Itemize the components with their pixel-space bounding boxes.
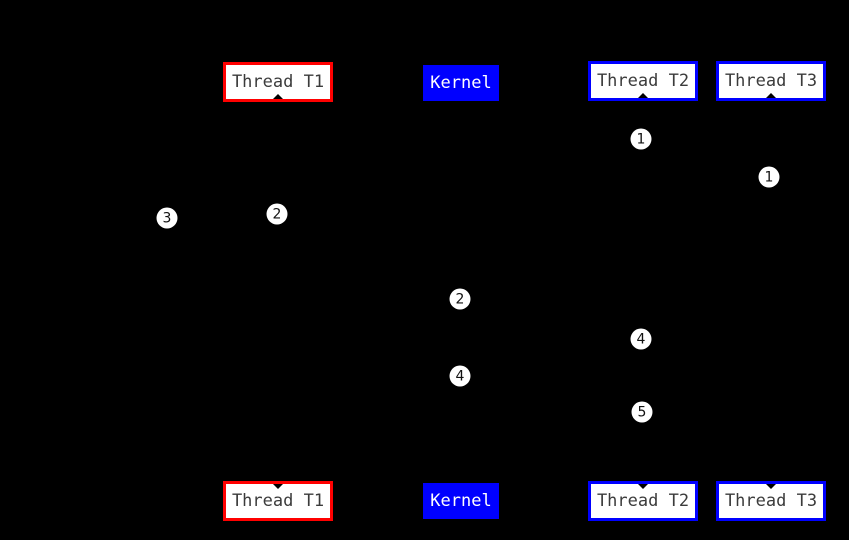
step-marker-4-kernel: 4 xyxy=(449,365,471,387)
step-marker-1-thread-t2: 1 xyxy=(630,128,652,150)
kernel-label-bottom: Kernel xyxy=(430,491,492,511)
thread-t1-label-top: Thread T1 xyxy=(231,72,325,92)
step-marker-number: 2 xyxy=(455,291,465,307)
lifeline-arrowhead-icon xyxy=(766,93,776,98)
kernel-box-top: Kernel xyxy=(423,65,499,101)
lifeline-arrowhead-icon xyxy=(273,94,283,99)
lifeline-arrowhead-icon xyxy=(638,93,648,98)
thread-t2-label-top: Thread T2 xyxy=(596,71,690,91)
step-marker-3-left-of-thread-t1: 3 xyxy=(156,207,178,229)
thread-t1-box-top: Thread T1 xyxy=(223,62,333,102)
thread-t2-box-top: Thread T2 xyxy=(588,61,698,101)
step-marker-number: 4 xyxy=(636,331,646,347)
step-marker-number: 5 xyxy=(637,404,647,420)
step-marker-5-thread-t2: 5 xyxy=(631,401,653,423)
step-marker-number: 2 xyxy=(272,206,282,222)
step-marker-number: 3 xyxy=(162,210,172,226)
step-marker-number: 1 xyxy=(636,131,646,147)
thread-t2-label-bottom: Thread T2 xyxy=(596,491,690,511)
thread-t3-box-top: Thread T3 xyxy=(716,61,826,101)
kernel-label-top: Kernel xyxy=(430,73,492,93)
lifeline-arrowhead-icon xyxy=(273,484,283,489)
thread-t3-label-top: Thread T3 xyxy=(724,71,818,91)
thread-t1-box-bottom: Thread T1 xyxy=(223,481,333,521)
thread-t2-box-bottom: Thread T2 xyxy=(588,481,698,521)
kernel-box-bottom: Kernel xyxy=(423,483,499,519)
step-marker-2-thread-t1: 2 xyxy=(266,203,288,225)
lifeline-arrowhead-icon xyxy=(766,484,776,489)
step-marker-4-thread-t2: 4 xyxy=(630,328,652,350)
step-marker-1-thread-t3: 1 xyxy=(758,166,780,188)
step-marker-2-kernel: 2 xyxy=(449,288,471,310)
thread-t1-label-bottom: Thread T1 xyxy=(231,491,325,511)
step-marker-number: 1 xyxy=(764,169,774,185)
thread-t3-box-bottom: Thread T3 xyxy=(716,481,826,521)
step-marker-number: 4 xyxy=(455,368,465,384)
lifeline-arrowhead-icon xyxy=(638,484,648,489)
thread-t3-label-bottom: Thread T3 xyxy=(724,491,818,511)
